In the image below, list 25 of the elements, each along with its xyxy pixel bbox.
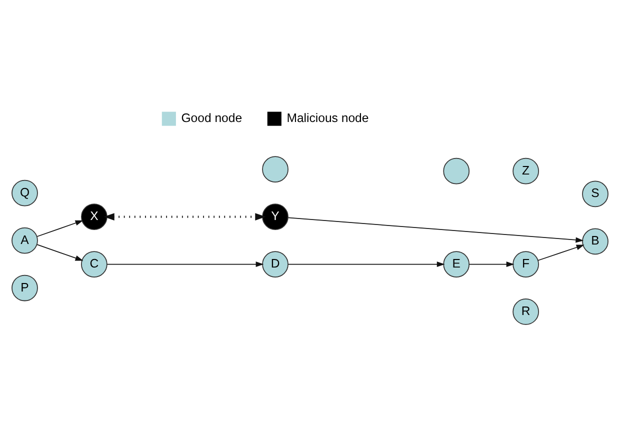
arrow [288, 217, 584, 243]
node-circle: R [512, 298, 539, 325]
node-circle: Q [12, 180, 38, 206]
node-circle: C [81, 251, 108, 278]
node-circle: D [262, 251, 288, 278]
node-circle: F [512, 251, 539, 278]
arrow [104, 213, 266, 220]
node-circle: Z [512, 158, 539, 184]
arrow [538, 244, 584, 261]
arrow [36, 220, 84, 237]
node-circle [443, 158, 470, 184]
legend-label: Good node [181, 111, 242, 126]
legend-label: Malicious node [286, 111, 369, 126]
node-circle: A [12, 227, 38, 254]
arrow [468, 262, 514, 268]
arrow [106, 262, 264, 268]
arrow [36, 244, 84, 261]
node-circle: Y [262, 204, 288, 230]
node-circle: S [582, 180, 608, 208]
node-circle: X [81, 204, 108, 230]
arrow [288, 262, 445, 268]
node-circle [262, 156, 288, 183]
node-circle: E [443, 251, 470, 278]
node-circle: B [582, 228, 608, 255]
node-circle: P [12, 274, 38, 302]
